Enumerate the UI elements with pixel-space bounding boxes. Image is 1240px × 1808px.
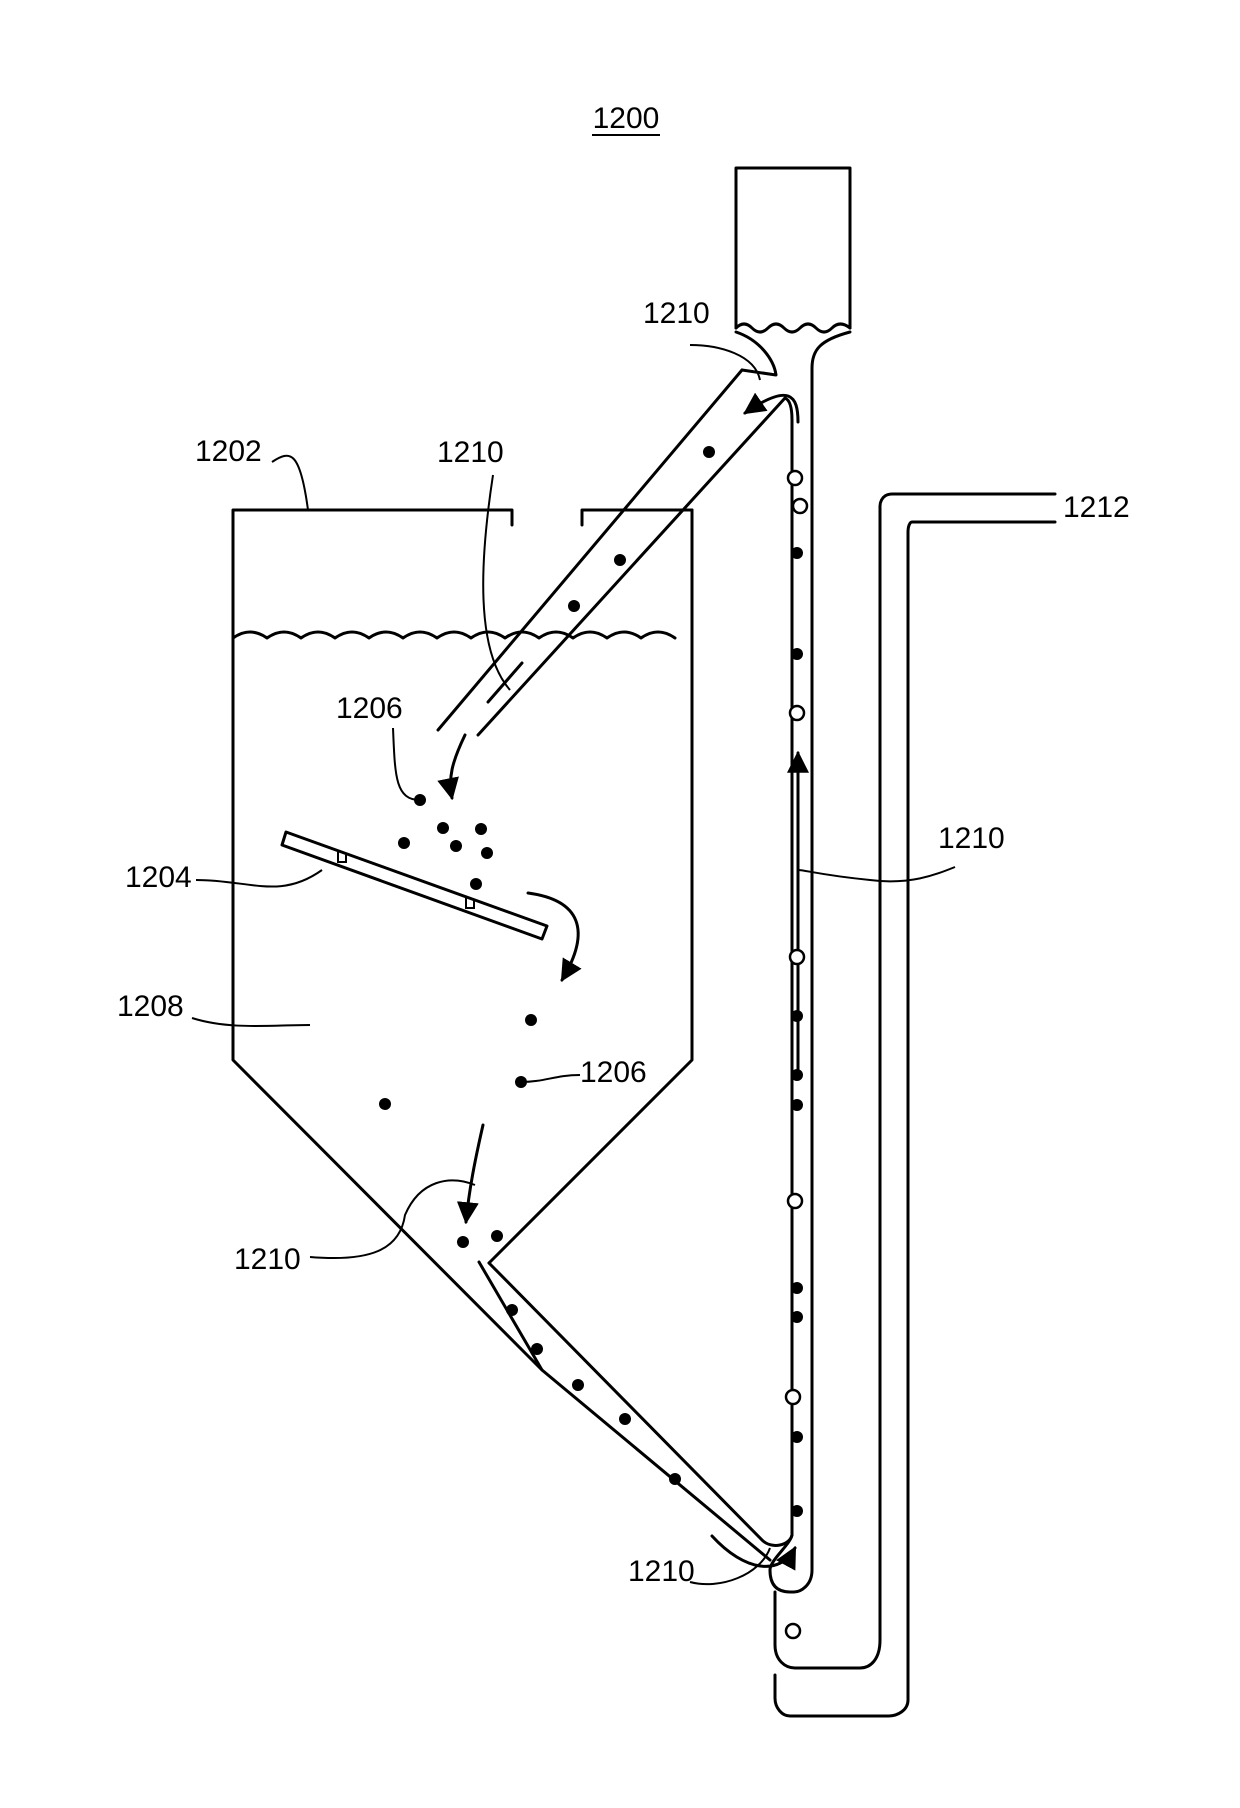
top-reservoir	[736, 168, 850, 328]
label-liquid: 1208	[117, 990, 184, 1023]
reservoir-liquid-surface	[736, 324, 850, 332]
leader-baffle	[196, 870, 322, 887]
leader-tank	[272, 456, 308, 510]
label-particle-upper: 1206	[336, 692, 403, 725]
figure-number: 1200	[593, 102, 660, 135]
label-flow-outlet: 1210	[234, 1243, 301, 1276]
label-baffle: 1204	[125, 861, 192, 894]
leader-liquid	[192, 1018, 310, 1026]
leader-particle-upper	[393, 728, 420, 800]
return-channel-outer	[542, 1370, 770, 1560]
label-particle-lower: 1206	[580, 1056, 647, 1089]
solid-particles	[379, 446, 803, 1517]
label-flow-bottom: 1210	[628, 1555, 695, 1588]
riser-right-wall	[770, 332, 850, 1592]
leader-flow-riser	[798, 867, 955, 881]
tank-right-wall	[489, 510, 692, 1263]
leader-flow-top	[690, 345, 760, 380]
inlet-pipe-lower-wall	[478, 398, 785, 735]
label-gas-line: 1212	[1063, 491, 1130, 524]
leader-particle-lower	[521, 1075, 580, 1082]
flow-arrow-outlet	[466, 1125, 483, 1222]
label-flow-riser: 1210	[938, 822, 1005, 855]
gas-line-outer	[775, 494, 1055, 1668]
return-channel-inner	[489, 1263, 792, 1545]
flow-arrow-inlet	[451, 735, 465, 798]
label-tank: 1202	[195, 435, 262, 468]
leader-flow-inlet	[483, 475, 510, 690]
gas-line-inner	[775, 522, 1055, 1716]
label-flow-top: 1210	[643, 297, 710, 330]
baffle-plate	[282, 832, 547, 939]
liquid-surface	[233, 632, 675, 638]
label-flow-inlet: 1210	[437, 436, 504, 469]
